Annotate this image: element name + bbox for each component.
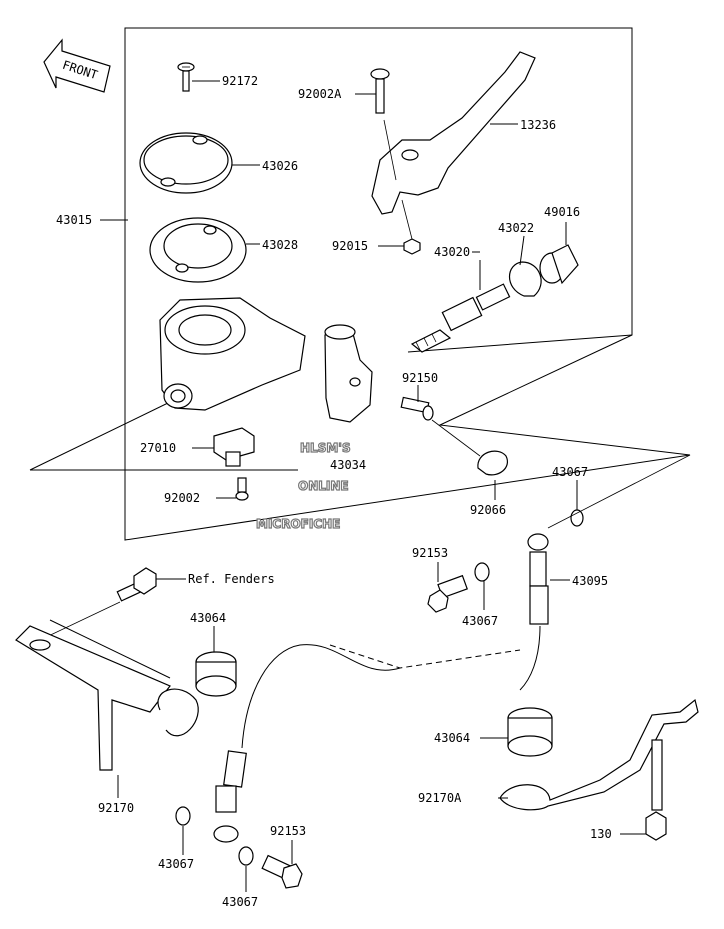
label-43026: 43026 — [262, 159, 298, 173]
label-ref-fenders: Ref. Fenders — [188, 572, 275, 586]
fender-bolt — [116, 567, 157, 602]
grommet-43064-b — [507, 707, 553, 757]
washer-43067-c — [175, 806, 191, 826]
watermark: HLSM'S ONLINE MICROFICHE — [255, 440, 351, 531]
label-43095: 43095 — [572, 574, 608, 588]
clamp-43034 — [324, 324, 373, 423]
watermark-line-1: HLSM'S — [300, 441, 351, 455]
label-43067-upper-mid: 43067 — [462, 614, 498, 628]
banjo-bolt-92153-a — [427, 574, 468, 613]
label-43064-lower: 43064 — [434, 731, 470, 745]
screw-92002 — [235, 477, 249, 501]
label-92002A: 92002A — [298, 87, 342, 101]
label-92172: 92172 — [222, 74, 258, 88]
lever-13236 — [371, 51, 536, 215]
label-92015: 92015 — [332, 239, 368, 253]
circlip-43022 — [508, 261, 542, 297]
grommet-43064-a — [195, 651, 237, 697]
label-49016: 49016 — [544, 205, 580, 219]
label-43064-upper: 43064 — [190, 611, 226, 625]
washer-43067-b — [474, 562, 490, 582]
assembly-outline — [124, 27, 691, 541]
boot-49016 — [539, 244, 579, 285]
perspective-lines — [29, 334, 633, 471]
pivot-bolt-92002A — [370, 68, 390, 114]
washer-43067-a — [570, 509, 584, 527]
label-43067-upper-right: 43067 — [552, 465, 588, 479]
label-92150: 92150 — [402, 371, 438, 385]
label-92066: 92066 — [470, 503, 506, 517]
lower-banjo-fitting — [213, 750, 247, 843]
label-130: 130 — [590, 827, 612, 841]
label-92002: 92002 — [164, 491, 200, 505]
label-43067-lower-right: 43067 — [222, 895, 258, 909]
label-43067-lower-left: 43067 — [158, 857, 194, 871]
clip-92170A — [499, 698, 699, 811]
label-92170A: 92170A — [418, 791, 462, 805]
piston-43020 — [410, 283, 511, 353]
label-43020: 43020 — [434, 245, 470, 259]
washer-43067-d — [238, 846, 254, 866]
label-43034: 43034 — [330, 458, 366, 472]
label-13236: 13236 — [520, 118, 556, 132]
watermark-line-2: ONLINE — [298, 479, 349, 493]
label-43022: 43022 — [498, 221, 534, 235]
hose-43095 — [527, 533, 549, 625]
label-92153-upper: 92153 — [412, 546, 448, 560]
front-arrow-icon: FRONT — [43, 38, 111, 93]
nut-92015 — [403, 238, 421, 255]
label-43028: 43028 — [262, 238, 298, 252]
screw-92172 — [177, 62, 195, 92]
screw-92150 — [400, 396, 434, 421]
label-92170: 92170 — [98, 801, 134, 815]
label-43015: 43015 — [56, 213, 92, 227]
brake-hose — [241, 644, 401, 749]
diaphragm-43028 — [149, 217, 247, 283]
bolt-130 — [645, 739, 667, 841]
watermark-line-3: MICROFICHE — [256, 517, 340, 531]
master-cylinder-body — [159, 297, 306, 411]
label-92153-lower: 92153 — [270, 824, 306, 838]
bracket-92170 — [15, 619, 199, 771]
label-27010: 27010 — [140, 441, 176, 455]
banjo-bolt-92153-b — [261, 854, 303, 889]
reservoir-cap-43026 — [139, 132, 233, 194]
cap-92066 — [477, 450, 508, 476]
switch-27010 — [213, 427, 255, 467]
